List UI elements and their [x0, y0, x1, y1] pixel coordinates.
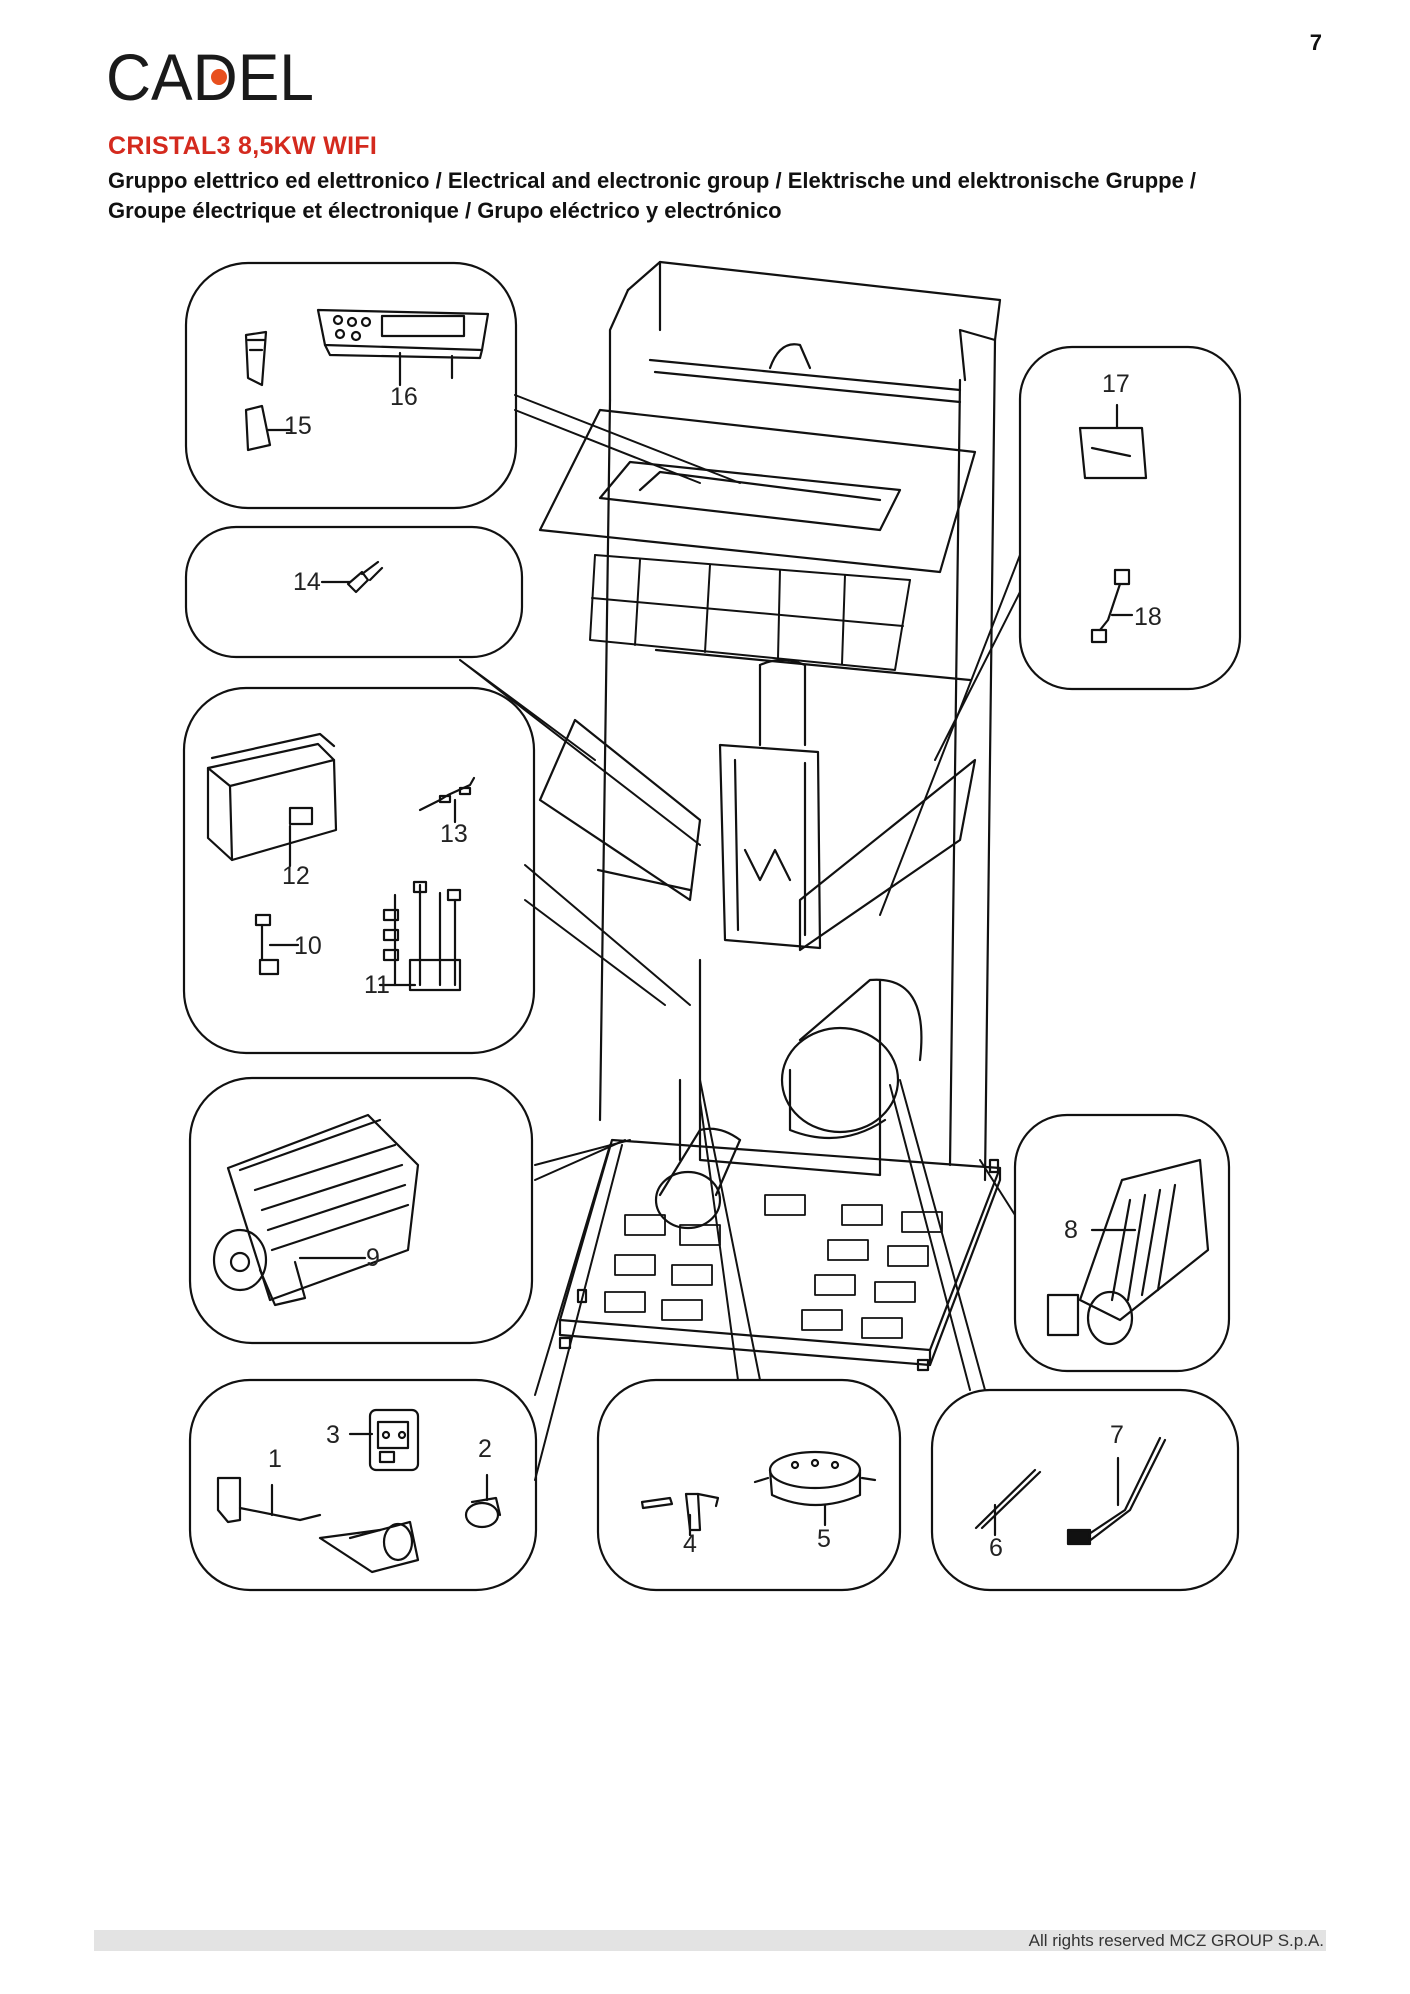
callout-12: 12 — [282, 862, 310, 890]
cable-part-15 — [244, 330, 292, 452]
callout-14: 14 — [293, 568, 321, 596]
tube-part-4 — [640, 1492, 720, 1537]
callout-15: 15 — [284, 412, 312, 440]
display-part-16 — [316, 308, 490, 387]
callout-3: 3 — [326, 1421, 340, 1449]
leader-lines — [459, 394, 1021, 1481]
callout-5: 5 — [817, 1525, 831, 1553]
box-display-parts — [184, 261, 518, 510]
fan-part-9 — [212, 1113, 420, 1307]
pressure-switch-part-5 — [753, 1450, 877, 1527]
wiring-harness-part-11 — [378, 880, 462, 992]
power-cable-part-1 — [216, 1476, 420, 1574]
logo-dot — [211, 69, 227, 85]
probe-part-6 — [974, 1468, 1042, 1537]
fan-part-8 — [1046, 1158, 1210, 1346]
cadel-logo: CADEL — [106, 44, 314, 106]
callout-8: 8 — [1064, 1216, 1078, 1244]
footer-copyright: All rights reserved MCZ GROUP S.p.A. — [1028, 1931, 1324, 1950]
callout-2: 2 — [478, 1435, 492, 1463]
box-fan-9 — [188, 1076, 534, 1345]
callout-13: 13 — [440, 820, 468, 848]
subtitle-line-1: Gruppo elettrico ed elettronico / Electr… — [108, 168, 1197, 193]
callout-numbers: 1 2 3 4 5 6 7 8 9 10 11 12 13 14 15 16 1… — [268, 370, 1162, 1562]
fuse-holder-part-2 — [464, 1473, 502, 1529]
page-subtitle: Gruppo elettrico ed elettronico / Electr… — [108, 166, 1308, 226]
stove-body — [538, 260, 1002, 1372]
box-wifi-parts — [1018, 345, 1242, 691]
box-part-14 — [184, 525, 524, 659]
box-power-parts — [188, 1378, 538, 1592]
callout-boxes — [182, 261, 1242, 1592]
callout-9: 9 — [366, 1244, 380, 1272]
callout-17: 17 — [1102, 370, 1130, 398]
box-control-board — [182, 686, 536, 1055]
callout-1: 1 — [268, 1445, 282, 1473]
callout-6: 6 — [989, 1534, 1003, 1562]
box-fan-8 — [1013, 1113, 1231, 1373]
box-pressure-parts — [596, 1378, 902, 1592]
wifi-module-part-17 — [1078, 403, 1148, 480]
svg-text:CADEL: CADEL — [106, 44, 314, 106]
callout-18: 18 — [1134, 603, 1162, 631]
probe-part-7 — [1066, 1436, 1167, 1546]
control-board-part-12 — [206, 732, 338, 868]
connector-part-10 — [254, 913, 300, 976]
callout-16: 16 — [390, 383, 418, 411]
cable-part-18 — [1090, 568, 1134, 644]
subtitle-line-2: Groupe électrique et électronique / Grup… — [108, 198, 782, 223]
page-number: 7 — [1309, 30, 1322, 55]
callout-4: 4 — [683, 1530, 697, 1558]
callout-11: 11 — [364, 971, 390, 999]
fuse-part-14 — [320, 560, 384, 594]
box-probes — [930, 1388, 1240, 1592]
callout-10: 10 — [294, 932, 322, 960]
power-socket-part-3 — [348, 1408, 420, 1472]
callout-7: 7 — [1110, 1421, 1124, 1449]
page-title: CRISTAL3 8,5KW WIFI — [108, 132, 378, 160]
wire-part-13 — [418, 776, 476, 824]
footer-bar — [94, 1930, 1326, 1951]
